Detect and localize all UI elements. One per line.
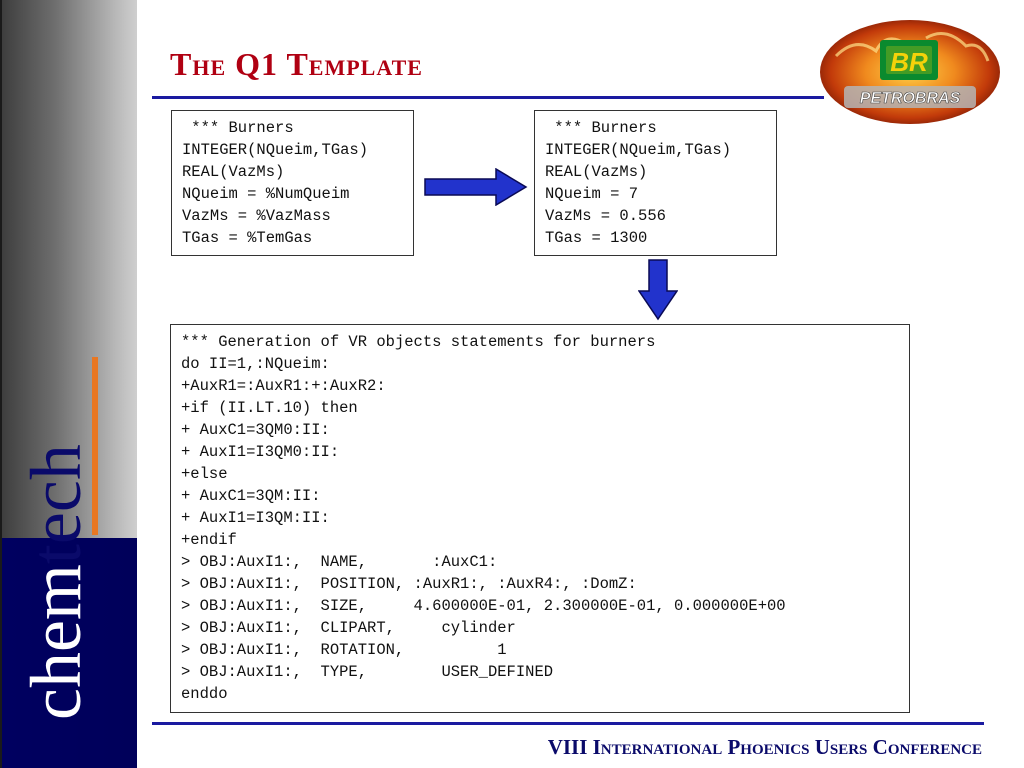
arrow-right-icon	[424, 168, 528, 206]
logo-green-badge	[880, 40, 938, 80]
code-line: + AuxC1=3QM:II:	[181, 487, 321, 505]
code-line: TGas = %TemGas	[182, 229, 313, 247]
template-code-box: *** Burners INTEGER(NQueim,TGas) REAL(Va…	[171, 110, 414, 256]
code-line: NQueim = %NumQueim	[182, 185, 350, 203]
code-line: > OBJ:AuxI1:, POSITION, :AuxR1:, :AuxR4:…	[181, 575, 637, 593]
footer-divider	[152, 722, 984, 725]
code-line: + AuxI1=I3QM0:II:	[181, 443, 340, 461]
code-line: VazMs = 0.556	[545, 207, 666, 225]
result-code-box: *** Burners INTEGER(NQueim,TGas) REAL(Va…	[534, 110, 777, 256]
code-line: +else	[181, 465, 228, 483]
code-line: INTEGER(NQueim,TGas)	[545, 141, 732, 159]
code-line: + AuxC1=3QM0:II:	[181, 421, 330, 439]
sidebar-gray-panel	[0, 0, 137, 538]
logo-name-text: PETROBRAS	[860, 90, 961, 107]
code-line: VazMs = %VazMass	[182, 207, 331, 225]
petrobras-logo: BR PETROBRAS	[820, 20, 1000, 124]
footer-conference-title: VIII International Phoenics Users Confer…	[547, 735, 982, 759]
code-line: *** Burners	[545, 119, 657, 137]
sidebar-edge-line	[0, 0, 2, 768]
code-line: +endif	[181, 531, 237, 549]
code-line: REAL(VazMs)	[182, 163, 285, 181]
title-divider	[152, 96, 824, 99]
code-line: *** Burners	[182, 119, 294, 137]
code-line: > OBJ:AuxI1:, TYPE, USER_DEFINED	[181, 663, 554, 681]
logo-badge-text: BR	[890, 47, 928, 77]
code-line: > OBJ:AuxI1:, CLIPART, cylinder	[181, 619, 516, 637]
sidebar-accent-line	[92, 357, 98, 535]
arrow-down-icon	[638, 259, 678, 321]
page-title: The Q1 Template	[170, 46, 423, 82]
sidebar: chemtech	[0, 0, 137, 768]
code-line: INTEGER(NQueim,TGas)	[182, 141, 369, 159]
code-line: enddo	[181, 685, 228, 703]
code-line: *** Generation of VR objects statements …	[181, 333, 656, 351]
code-line: NQueim = 7	[545, 185, 639, 203]
code-line: + AuxI1=I3QM:II:	[181, 509, 330, 527]
code-line: TGas = 1300	[545, 229, 648, 247]
code-line: > OBJ:AuxI1:, ROTATION, 1	[181, 641, 507, 659]
sidebar-navy-panel	[0, 538, 137, 768]
code-line: REAL(VazMs)	[545, 163, 648, 181]
code-line: +AuxR1=:AuxR1:+:AuxR2:	[181, 377, 386, 395]
brand-part-tech: tech	[16, 444, 96, 565]
code-line: > OBJ:AuxI1:, NAME, :AuxC1:	[181, 553, 498, 571]
generation-code-box: *** Generation of VR objects statements …	[170, 324, 910, 713]
brand-part-chem: chem	[16, 564, 96, 720]
code-line: +if (II.LT.10) then	[181, 399, 358, 417]
chemtech-brand: chemtech	[16, 444, 96, 720]
code-line: do II=1,:NQueim:	[181, 355, 330, 373]
code-line: > OBJ:AuxI1:, SIZE, 4.600000E-01, 2.3000…	[181, 597, 786, 615]
